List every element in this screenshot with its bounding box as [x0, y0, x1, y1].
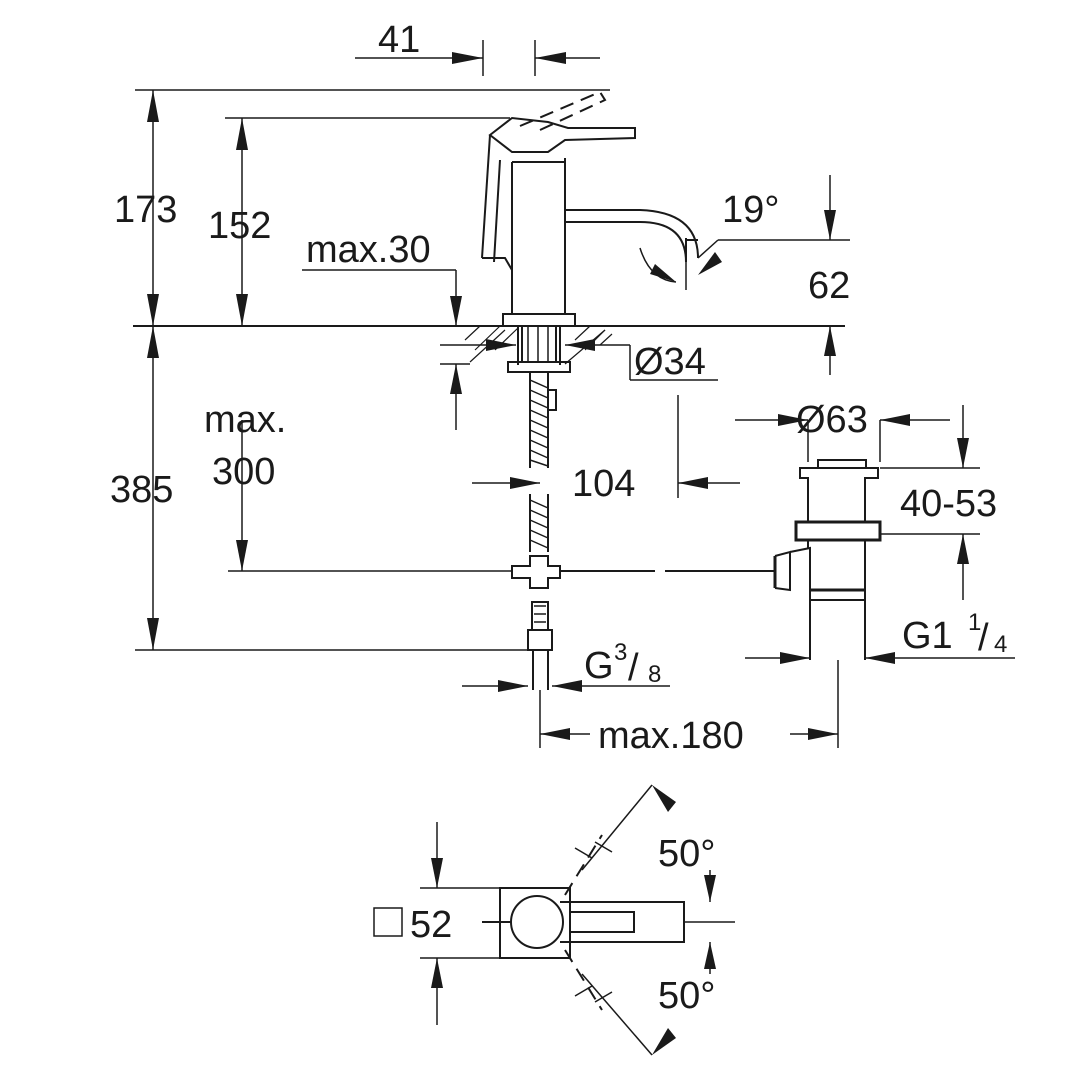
dim-52: 52	[410, 904, 452, 946]
svg-text:8: 8	[648, 661, 661, 688]
dim-152: 152	[208, 205, 271, 247]
faucet-elevation	[133, 90, 845, 690]
svg-text:/: /	[628, 647, 639, 689]
dim-41: 41	[378, 19, 420, 61]
waste-elevation	[560, 459, 882, 660]
dim-d34: Ø34	[634, 341, 706, 383]
svg-text:3: 3	[614, 639, 627, 666]
svg-text:/: /	[978, 617, 989, 659]
dim-max180: max.180	[598, 715, 744, 757]
dim-g-3-8: G 3 / 8	[584, 639, 661, 689]
dim-40-53: 40-53	[900, 483, 997, 525]
dim-173: 173	[114, 189, 177, 231]
svg-text:1: 1	[968, 609, 981, 636]
dim-385: 385	[110, 469, 173, 511]
svg-text:G: G	[584, 645, 614, 687]
dim-g1-1-4: G1 1 / 4	[902, 609, 1007, 659]
dim-max300-line2: 300	[212, 451, 275, 493]
dim-d63: Ø63	[796, 399, 868, 441]
svg-text:4: 4	[994, 631, 1007, 658]
flex-hose	[529, 372, 557, 552]
square-symbol	[373, 907, 403, 937]
dim-max30: max.30	[306, 229, 431, 271]
dim-104: 104	[572, 463, 635, 505]
svg-text:G1: G1	[902, 615, 953, 657]
dim-62: 62	[808, 265, 850, 307]
dim-50-deg-bottom: 50°	[658, 975, 715, 1017]
plan-view	[373, 784, 735, 1056]
labels: 41 173 152 max.30 19° 62 Ø34 Ø63 max. 30…	[110, 19, 1007, 1017]
dim-50-deg-top: 50°	[658, 833, 715, 875]
dimension-lines	[135, 40, 1015, 748]
dim-19-deg: 19°	[722, 189, 779, 231]
dim-max300-line1: max.	[204, 399, 286, 441]
